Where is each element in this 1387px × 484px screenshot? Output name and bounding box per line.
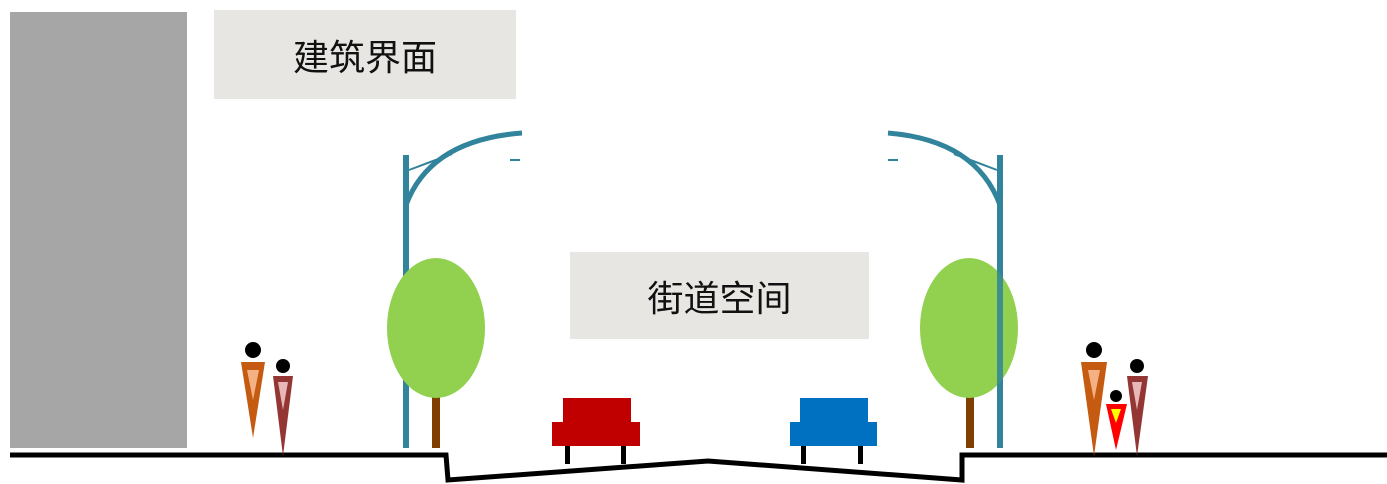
pedestrian-icon-left-child xyxy=(273,359,293,456)
street-space-label: 街道空间 xyxy=(570,252,869,339)
pedestrian-icon-right-adult xyxy=(1081,342,1107,456)
building-block-icon xyxy=(10,12,187,448)
tree-icon-right xyxy=(920,258,1018,448)
pedestrian-icon-left-adult xyxy=(241,342,265,438)
ground-section-line xyxy=(10,452,1387,483)
tree-icon-left xyxy=(387,258,485,448)
pedestrian-icon-right-adult2 xyxy=(1127,359,1148,456)
pedestrian-icon-right-child xyxy=(1106,390,1127,450)
bench-icon-left xyxy=(552,398,640,464)
building-interface-label: 建筑界面 xyxy=(214,10,516,99)
bench-icon-right xyxy=(790,398,877,464)
